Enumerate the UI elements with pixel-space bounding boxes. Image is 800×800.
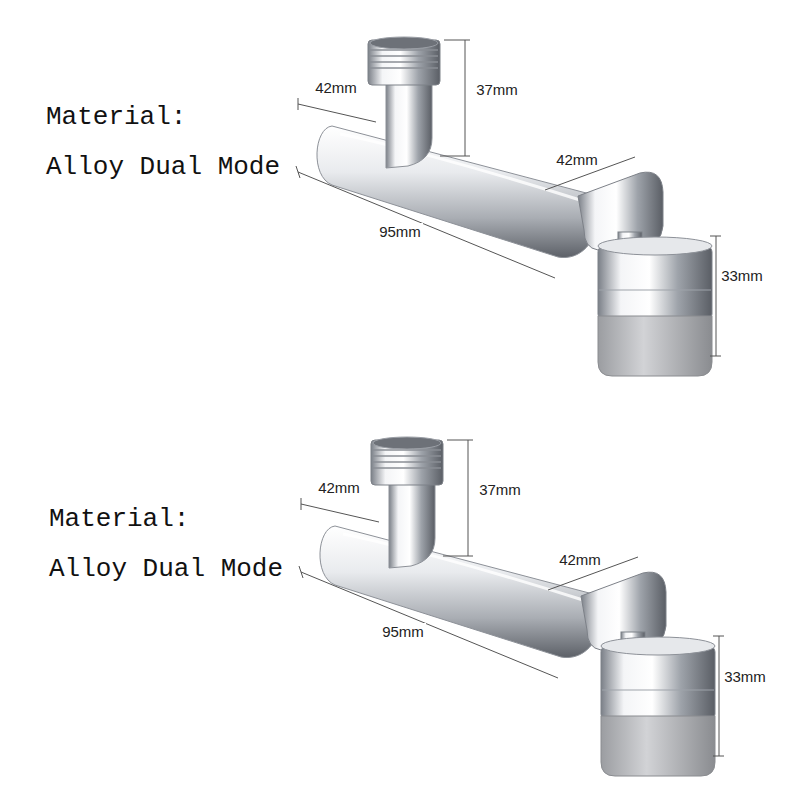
dimension-label: 42mm [313,79,359,96]
material-label: Material: [46,103,186,133]
material-label: Alloy Dual Mode [46,153,280,183]
dimension-label: 42mm [554,151,600,168]
faucet-bottom [299,437,724,776]
dimension-label: 95mm [377,223,423,240]
dimension-label: 37mm [474,81,520,98]
dimension-label: 95mm [380,623,426,640]
dimension-label: 42mm [557,551,603,568]
dimension-label: 37mm [477,481,523,498]
dimension-label: 33mm [722,668,768,685]
material-label: Material: [49,505,189,535]
dimension-label: 42mm [316,479,362,496]
material-label: Alloy Dual Mode [49,555,283,585]
faucet-top [296,37,721,376]
dimension-label: 33mm [719,267,765,284]
